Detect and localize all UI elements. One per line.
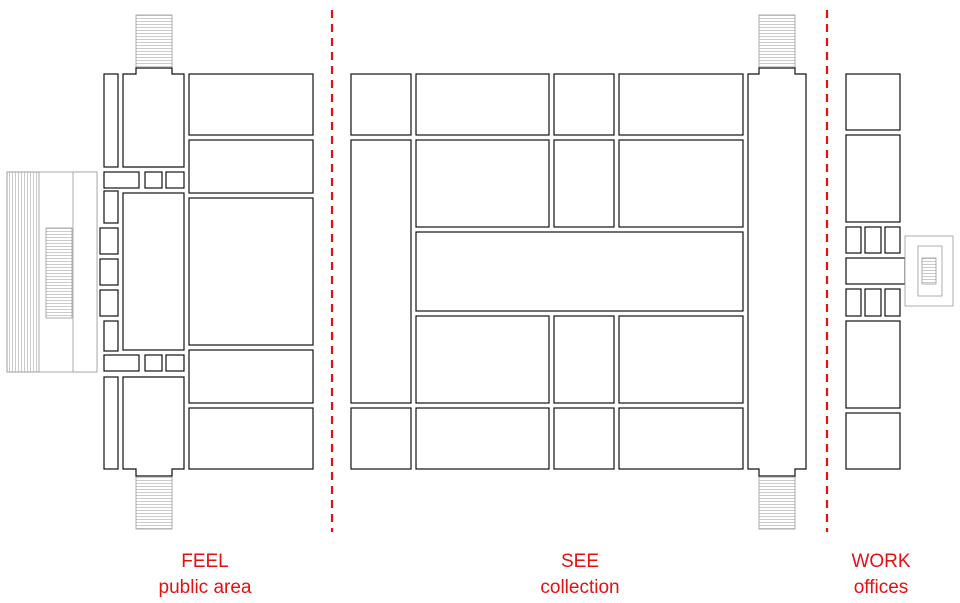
room	[99, 258, 119, 286]
gallery	[415, 315, 550, 404]
room	[103, 73, 119, 168]
office-small	[884, 226, 901, 254]
room	[188, 139, 314, 194]
room	[165, 171, 185, 189]
zone-title: WORK	[851, 551, 911, 572]
stair-top-right	[758, 14, 796, 69]
gallery	[415, 73, 550, 136]
gallery	[553, 407, 615, 470]
office-small	[845, 226, 862, 254]
work-zone	[845, 73, 954, 470]
gallery	[618, 139, 744, 228]
office	[845, 320, 901, 409]
office-small	[845, 288, 862, 317]
room	[144, 171, 163, 189]
zone-subtitle: offices	[853, 577, 909, 598]
circulation-spine	[747, 67, 807, 477]
west-annex	[6, 171, 98, 373]
east-annex	[904, 235, 954, 307]
corridor	[845, 257, 906, 285]
core-top-left	[122, 67, 185, 168]
office-small	[864, 288, 882, 317]
room	[188, 349, 314, 404]
gallery	[350, 407, 412, 470]
see-zone	[350, 14, 807, 530]
gallery	[415, 407, 550, 470]
room	[188, 197, 314, 346]
office-small	[884, 288, 901, 317]
office	[845, 73, 901, 131]
zone-title: FEEL	[181, 551, 229, 572]
office	[845, 412, 901, 470]
office	[845, 134, 901, 223]
stair-bottom-left	[135, 475, 173, 530]
zone-title: SEE	[560, 551, 600, 572]
core-bottom-left	[122, 376, 185, 477]
zone-label-see: SEE collection	[505, 549, 655, 601]
zone-label-work: WORK offices	[806, 549, 956, 601]
feel-zone	[6, 14, 314, 530]
stair-bottom-right	[758, 475, 796, 530]
zone-subtitle: public area	[158, 577, 252, 598]
gallery-tall	[350, 139, 412, 404]
hall	[122, 192, 185, 351]
zone-label-feel: FEEL public area	[130, 549, 280, 601]
zone-subtitle: collection	[540, 577, 620, 598]
gallery-wide	[415, 231, 744, 312]
gallery	[618, 407, 744, 470]
room	[103, 171, 140, 189]
office-small	[864, 226, 882, 254]
room	[99, 289, 119, 317]
room	[99, 227, 119, 255]
room	[188, 407, 314, 470]
room	[103, 376, 119, 470]
room	[188, 73, 314, 136]
gallery	[553, 73, 615, 136]
gallery	[350, 73, 412, 136]
room	[103, 320, 119, 352]
room	[103, 190, 119, 224]
room	[165, 354, 185, 372]
room	[103, 354, 140, 372]
gallery	[618, 73, 744, 136]
stair-top-left	[135, 14, 173, 69]
gallery	[553, 139, 615, 228]
gallery	[618, 315, 744, 404]
room	[144, 354, 163, 372]
gallery	[415, 139, 550, 228]
gallery	[553, 315, 615, 404]
